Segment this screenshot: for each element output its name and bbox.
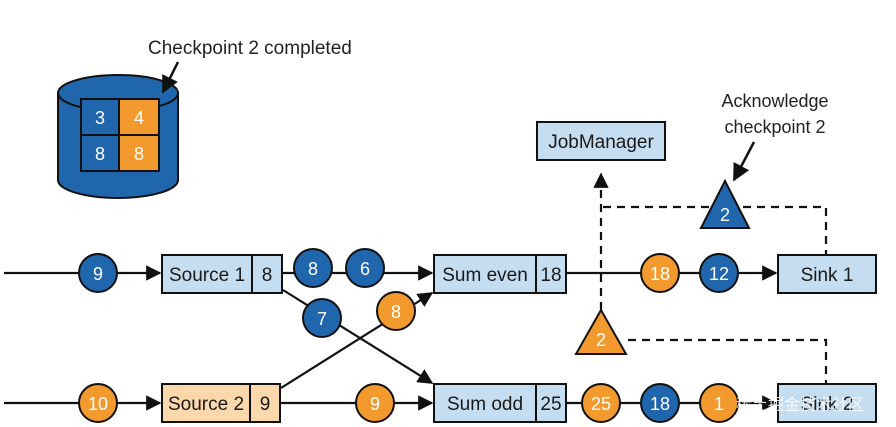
- source-1-name: Source 1: [169, 265, 245, 286]
- operator-sink-2: Sink 2: [777, 383, 877, 423]
- svg-text:12: 12: [709, 264, 729, 284]
- callout-arrow: [161, 61, 180, 94]
- barrier-sink2: 2: [574, 307, 628, 355]
- svg-text:2: 2: [720, 205, 730, 225]
- sum-even-state: 18: [540, 265, 561, 286]
- storage-cell: [120, 136, 158, 170]
- acknowledge-label-line2: checkpoint 2: [724, 117, 825, 137]
- record-odd-to-sink2: 1: [699, 383, 739, 423]
- record-odd-to-sink2: 18: [640, 383, 680, 423]
- svg-text:25: 25: [591, 394, 611, 414]
- sum-even-name: Sum even: [442, 265, 528, 286]
- record-odd-to-sink2: 25: [581, 383, 621, 423]
- svg-text:1: 1: [714, 394, 724, 414]
- storage-cell: [82, 136, 118, 170]
- svg-text:8: 8: [391, 302, 401, 322]
- svg-text:2: 2: [596, 330, 606, 350]
- checkpoint-completed-label: Checkpoint 2 completed: [148, 38, 352, 59]
- source-2-state: 9: [260, 394, 271, 415]
- record-source1-to-odd: 7: [302, 298, 342, 338]
- operator-sum-odd: Sum odd 25: [433, 383, 567, 423]
- sink-2-name: Sink 2: [801, 394, 854, 415]
- barrier-ack-sink1: 2: [699, 178, 751, 229]
- sink-1-name: Sink 1: [801, 265, 854, 286]
- sum-odd-state: 25: [540, 394, 561, 415]
- storage-cell: [120, 100, 158, 134]
- svg-text:9: 9: [370, 394, 380, 414]
- storage-cell-value: 8: [134, 144, 144, 164]
- record-source1-to-even: 6: [345, 248, 385, 288]
- checkpoint-storage: 3 4 8 8: [57, 74, 179, 199]
- svg-text:9: 9: [93, 264, 103, 284]
- storage-cell: [82, 100, 118, 134]
- storage-cell-value: 8: [95, 144, 105, 164]
- watermark-text: 稀土掘金技术社区: [736, 396, 864, 414]
- operator-sum-even: Sum even 18: [433, 254, 567, 294]
- acknowledge-label-line1: Acknowledge: [721, 91, 828, 111]
- ack-dashed-paths: [593, 172, 828, 388]
- record-source2-to-odd: 9: [355, 383, 395, 423]
- svg-text:18: 18: [650, 264, 670, 284]
- record-even-to-sink1: 18: [640, 253, 680, 293]
- record-source1-to-even: 8: [293, 248, 333, 288]
- sum-odd-name: Sum odd: [447, 394, 523, 415]
- svg-text:18: 18: [650, 394, 670, 414]
- jobmanager-box: [536, 121, 666, 161]
- operator-source-2: Source 2 9: [161, 383, 281, 423]
- svg-text:10: 10: [88, 394, 108, 414]
- svg-text:8: 8: [308, 259, 318, 279]
- record-in-source-2: 10: [78, 383, 118, 423]
- operator-sink-1: Sink 1: [777, 254, 877, 294]
- source-1-state: 8: [262, 265, 273, 286]
- svg-text:6: 6: [360, 259, 370, 279]
- acknowledge-callout-arrow: [732, 141, 756, 182]
- record-even-to-sink1: 12: [699, 253, 739, 293]
- jobmanager-label: JobManager: [548, 132, 654, 153]
- record-in-source-1: 9: [78, 253, 118, 293]
- source-2-name: Source 2: [168, 394, 244, 415]
- storage-cell-value: 3: [95, 108, 105, 128]
- svg-text:7: 7: [317, 309, 327, 329]
- storage-cell-value: 4: [134, 108, 144, 128]
- operator-source-1: Source 1 8: [161, 254, 283, 294]
- record-source2-to-even: 8: [376, 291, 416, 331]
